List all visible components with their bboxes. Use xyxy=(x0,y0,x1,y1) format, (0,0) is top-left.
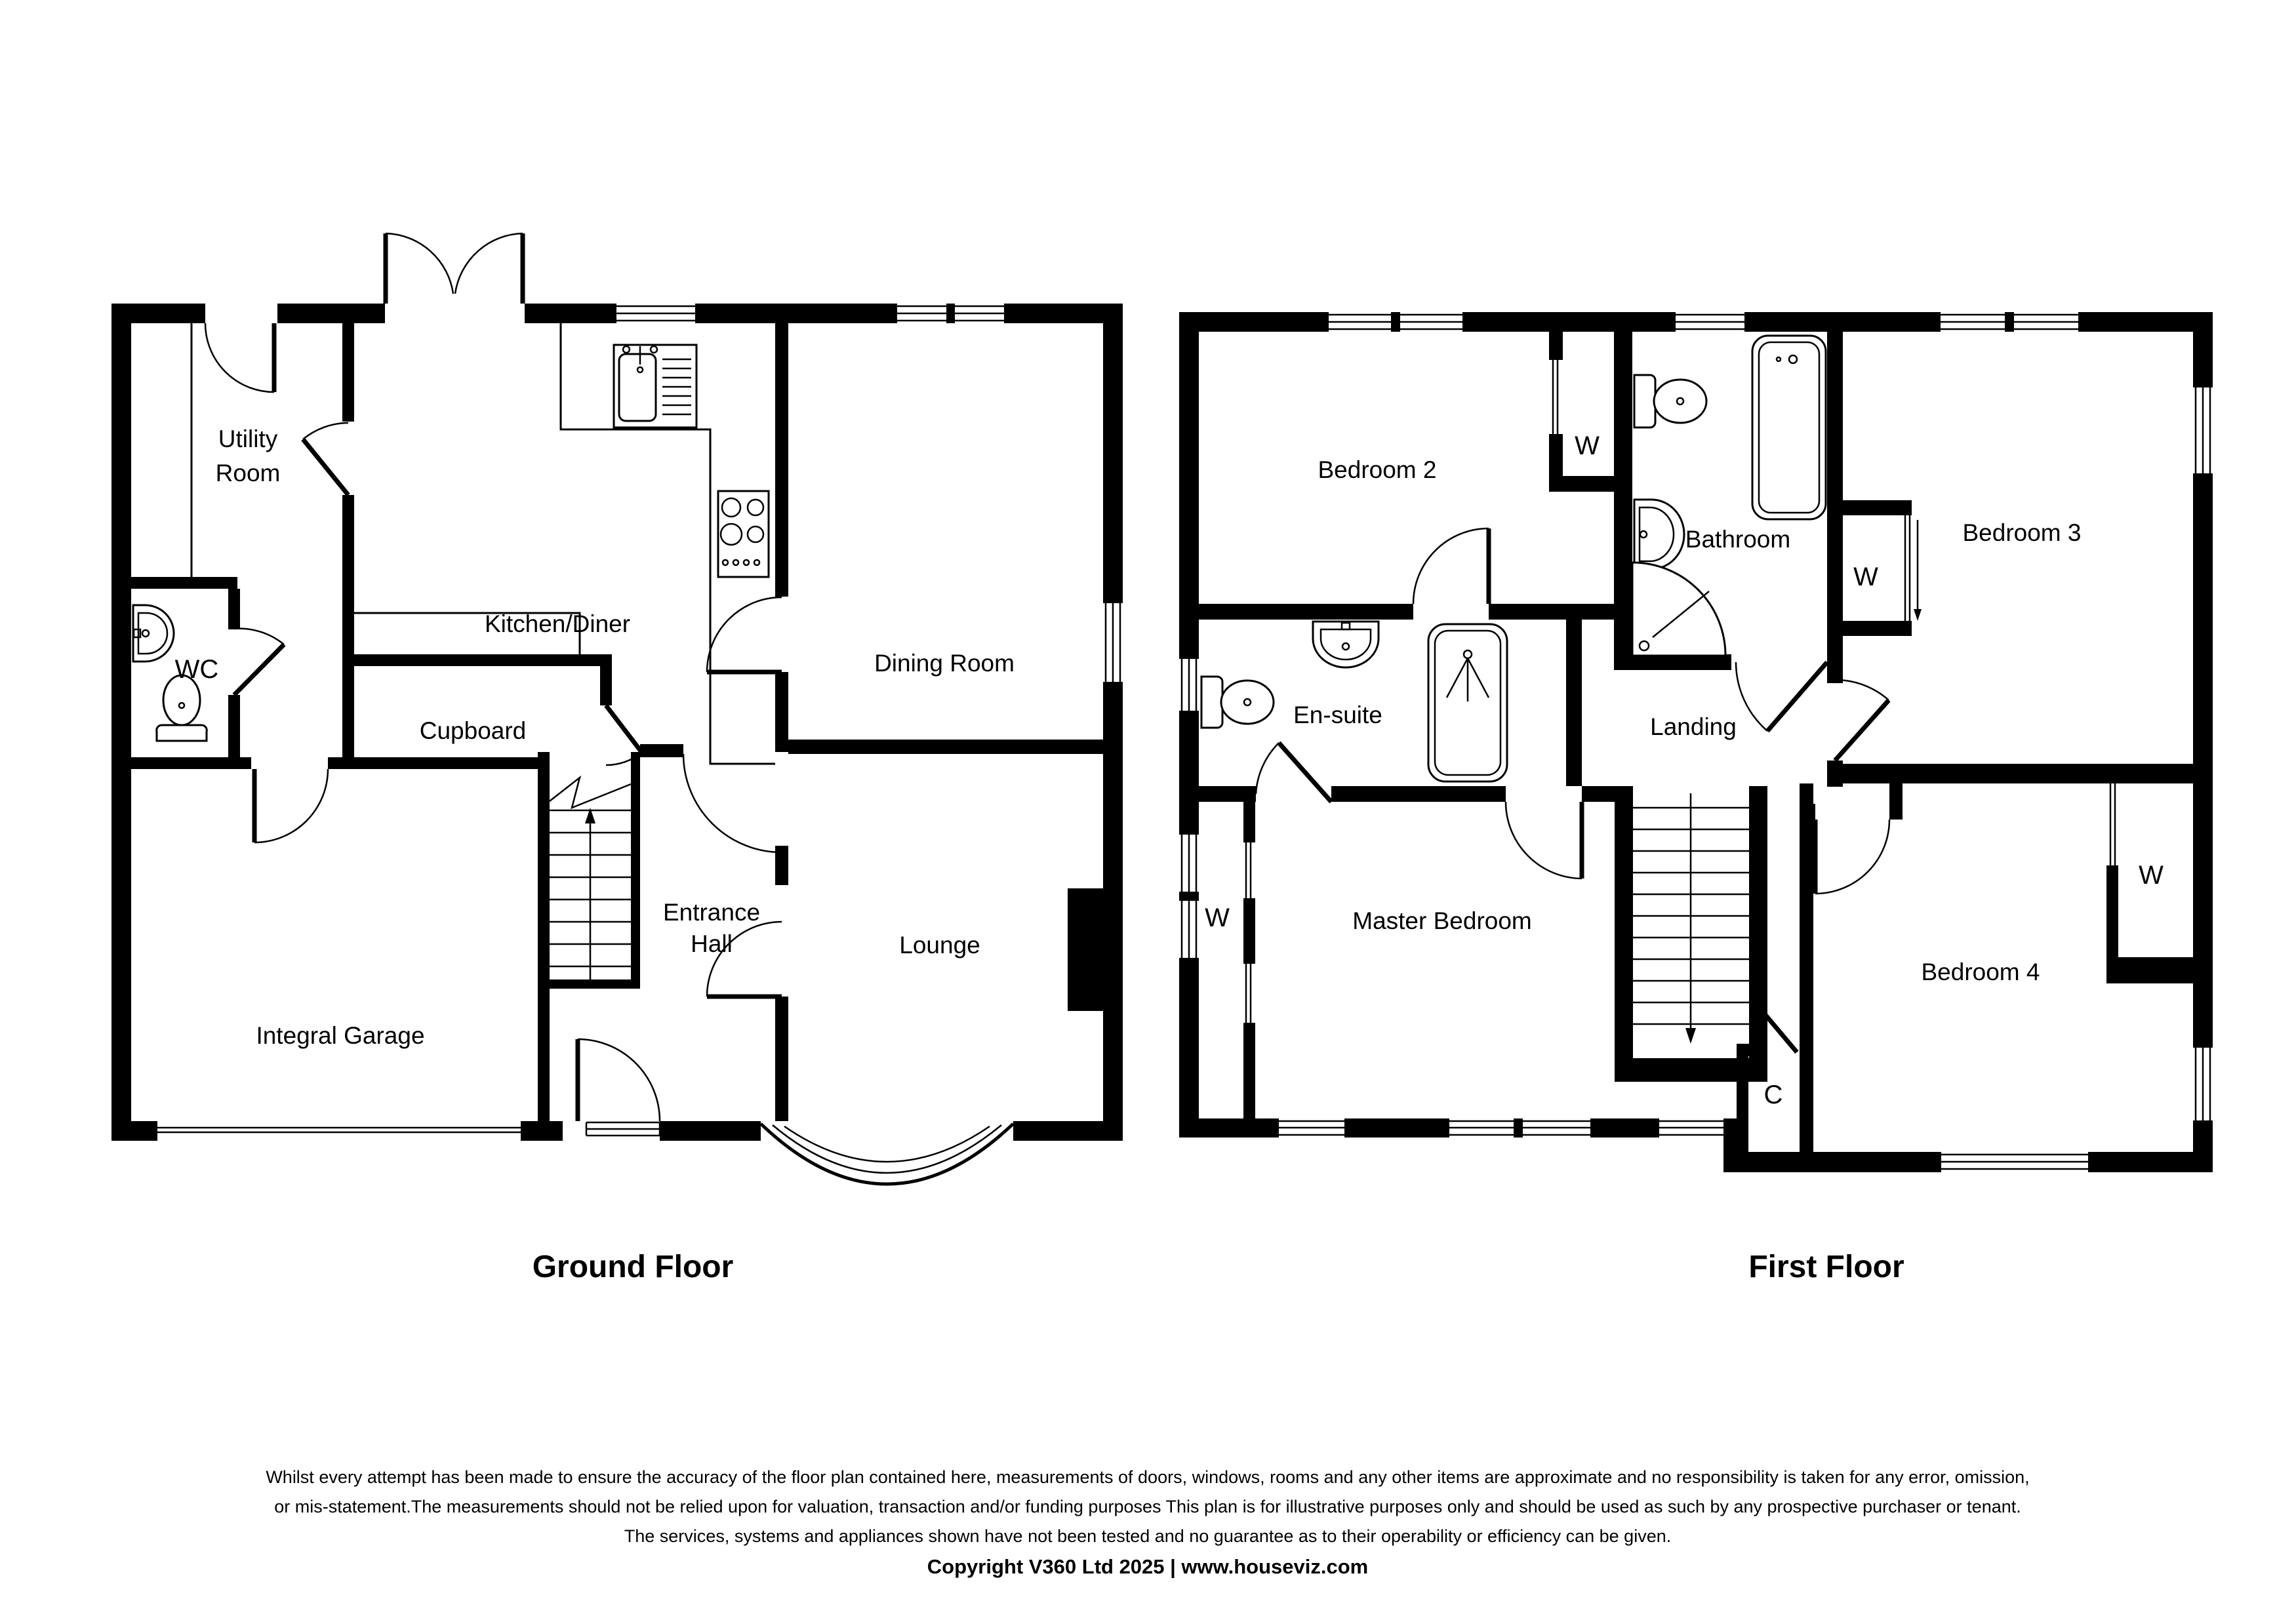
ground-floor-labels: Utility Room Kitchen/Diner Dining Room W… xyxy=(175,425,1015,1284)
window xyxy=(1180,659,1198,711)
sink-icon xyxy=(132,604,175,663)
sliding-door xyxy=(1904,515,1922,621)
copyright-line: Copyright V360 Ltd 2025 | www.houseviz.c… xyxy=(927,1555,1368,1578)
toilet-icon xyxy=(1633,374,1708,429)
door-swing xyxy=(604,703,644,766)
shower-icon xyxy=(1427,623,1508,783)
room-label-wc: WC xyxy=(175,655,219,684)
window xyxy=(1941,1153,2088,1170)
window xyxy=(1104,603,1121,682)
room-label-hall: Entrance xyxy=(663,899,760,926)
room-label-utility: Utility xyxy=(218,425,278,452)
closet-label-wardrobe: W xyxy=(1575,431,1600,460)
door-swing xyxy=(1412,527,1491,604)
room-label-bedroom4: Bedroom 4 xyxy=(1922,959,2040,985)
door-swing xyxy=(1813,819,1891,895)
room-label-ensuite: En-suite xyxy=(1293,702,1382,728)
window xyxy=(1659,1120,1728,1136)
first-floor-plan: Bedroom 2 Bathroom Bedroom 3 En-suite La… xyxy=(1179,312,2213,1284)
room-label-garage: Integral Garage xyxy=(256,1022,424,1049)
room-label-lounge: Lounge xyxy=(899,932,980,959)
door-swing xyxy=(204,323,277,393)
window xyxy=(1449,1118,1590,1137)
window xyxy=(1179,835,1199,958)
door-swing xyxy=(682,753,782,854)
window xyxy=(1329,312,1462,332)
shower-icon xyxy=(1631,561,1727,657)
ground-floor-walls xyxy=(111,304,1123,1141)
door-swing xyxy=(1255,741,1333,804)
room-label-bedroom3: Bedroom 3 xyxy=(1963,519,2082,546)
door-swing xyxy=(1755,1013,1799,1054)
first-floor-labels: Bedroom 2 Bathroom Bedroom 3 En-suite La… xyxy=(1205,431,2164,1284)
disclaimer-line-1: Whilst every attempt has been made to en… xyxy=(266,1467,2029,1487)
toilet-icon xyxy=(155,674,208,742)
window xyxy=(2194,1048,2211,1120)
room-label-bathroom: Bathroom xyxy=(1685,526,1790,553)
french-doors xyxy=(383,232,525,304)
bay-window xyxy=(759,1122,1015,1186)
disclaimer-line-2: or mis-statement.The measurements should… xyxy=(274,1497,2021,1516)
front-door xyxy=(575,1038,661,1122)
door-swing xyxy=(232,627,286,697)
room-label-landing: Landing xyxy=(1650,713,1737,740)
window xyxy=(616,305,695,322)
chimney-breast xyxy=(1068,888,1103,1011)
window xyxy=(1941,312,2078,332)
door-swing xyxy=(1833,679,1891,762)
room-label-cupboard: Cupboard xyxy=(420,717,527,744)
ground-floor-title: Ground Floor xyxy=(533,1250,734,1284)
door-swing xyxy=(301,422,350,497)
porch-steps xyxy=(585,1121,661,1137)
ground-floor-stairs xyxy=(549,775,632,979)
ground-floor-windows xyxy=(157,304,1121,1186)
window xyxy=(1676,313,1744,330)
room-label-hall-2: Hall xyxy=(691,930,733,957)
door-swing xyxy=(1504,801,1584,880)
first-floor-stairs xyxy=(1633,793,1749,1044)
sliding-door xyxy=(2109,783,2116,865)
ground-floor-plan: Utility Room Kitchen/Diner Dining Room W… xyxy=(111,232,1123,1284)
room-label-kitchen: Kitchen/Diner xyxy=(485,610,630,637)
disclaimer-line-3: The services, systems and appliances sho… xyxy=(624,1526,1671,1546)
sink-icon xyxy=(1312,620,1380,669)
ground-floor-fixtures xyxy=(132,323,775,765)
closet-label-cupboard: C xyxy=(1764,1080,1783,1109)
closet-label-wardrobe: W xyxy=(1205,903,1230,932)
ground-floor-doors xyxy=(204,232,782,1122)
first-floor-windows xyxy=(1179,312,2211,1170)
room-label-bedroom2: Bedroom 2 xyxy=(1318,456,1437,483)
door-swing xyxy=(706,596,782,675)
window xyxy=(1279,1120,1344,1136)
first-floor-title: First Floor xyxy=(1748,1250,1904,1284)
garage-door xyxy=(157,1126,521,1134)
kitchen-sink-icon xyxy=(613,344,698,429)
bathtub-icon xyxy=(1751,334,1827,521)
first-floor-doors xyxy=(1255,527,1891,1054)
sliding-door xyxy=(1245,842,1252,1023)
first-floor-walls xyxy=(1179,312,2213,1172)
window xyxy=(2194,387,2211,473)
door-swing xyxy=(252,768,329,844)
room-label-utility-2: Room xyxy=(216,460,281,486)
kitchen-counter xyxy=(354,323,775,765)
hob-icon xyxy=(717,490,770,578)
toilet-icon xyxy=(1200,675,1275,729)
sink-icon xyxy=(1633,498,1685,570)
first-floor-fixtures xyxy=(1200,334,1827,783)
closet-label-wardrobe: W xyxy=(1853,563,1878,591)
stair-break-mark xyxy=(549,775,632,810)
footer-disclaimer: Whilst every attempt has been made to en… xyxy=(266,1467,2029,1578)
window xyxy=(897,304,1004,323)
door-swing xyxy=(1735,660,1829,733)
closet-label-wardrobe: W xyxy=(2139,861,2164,890)
room-label-master: Master Bedroom xyxy=(1352,907,1532,934)
room-label-dining: Dining Room xyxy=(874,650,1015,677)
sliding-door xyxy=(1552,360,1559,434)
door-swing xyxy=(706,920,782,999)
